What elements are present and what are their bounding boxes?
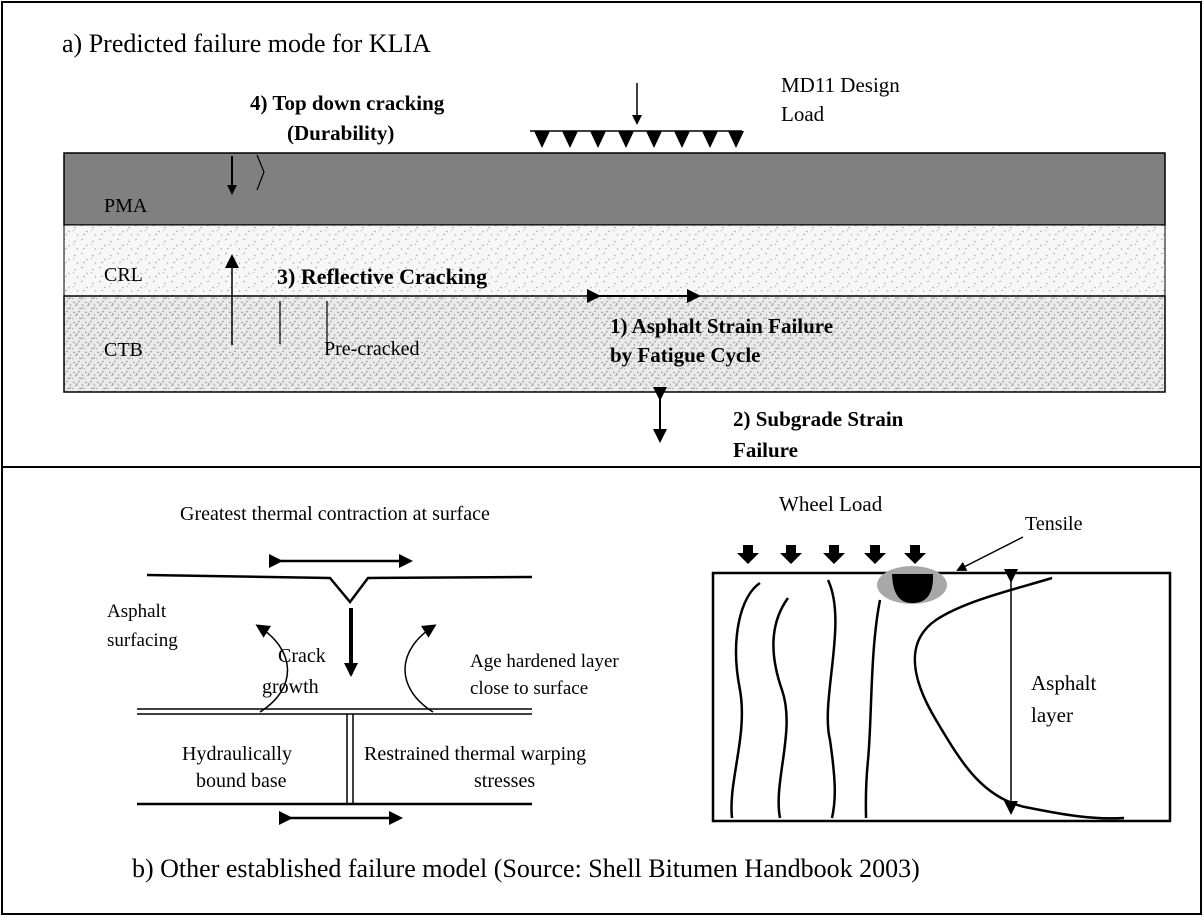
asphalt-strain-label-line1: 1) Asphalt Strain Failure (610, 314, 833, 338)
top-down-crack (256, 154, 265, 191)
wheel-load-label: Wheel Load (779, 492, 883, 516)
panel-b-caption: b) Other established failure model (Sour… (132, 854, 920, 883)
panel-a-title: a) Predicted failure mode for KLIA (62, 29, 431, 58)
asphalt-layer-line2: layer (1031, 703, 1073, 727)
load-label-line2: Load (781, 102, 825, 126)
pma-label: PMA (104, 195, 148, 217)
warp-arrow-right (404, 624, 437, 713)
asphalt-surface-line (146, 573, 533, 605)
restrained-line2: stresses (474, 770, 535, 792)
load-label-line1: MD11 Design (781, 73, 900, 97)
crl-label: CRL (104, 264, 143, 286)
asphalt-layer-line1: Asphalt (1031, 671, 1096, 695)
tensile-pointer (956, 536, 1024, 571)
asphalt-layer-box (711, 571, 1172, 823)
asphalt-strain-label-line2: by Fatigue Cycle (610, 343, 760, 367)
ctb-label: CTB (104, 339, 143, 361)
hydraulically-line2: bound base (196, 770, 287, 792)
pma-layer (63, 152, 1166, 226)
crack-growth-line2: growth (262, 676, 319, 698)
age-hardened-line2: close to surface (470, 678, 588, 699)
warp-arrow-left (255, 624, 289, 713)
contraction-label: Greatest thermal contraction at surface (180, 503, 490, 525)
pre-cracked-label: Pre-cracked (324, 338, 420, 360)
ctb-layer (63, 295, 1166, 393)
crack-paths (730, 576, 1125, 820)
top-down-label-line1: 4) Top down cracking (250, 91, 445, 115)
hydraulically-line1: Hydraulically (182, 743, 292, 765)
tensile-core (892, 574, 934, 604)
subgrade-label-line1: 2) Subgrade Strain (733, 407, 904, 431)
crack-growth-line1: Crack (278, 645, 326, 667)
reflective-cracking-label: 3) Reflective Cracking (277, 264, 487, 289)
crl-layer (63, 224, 1166, 297)
top-down-label-line2: (Durability) (287, 121, 394, 145)
asphalt-surfacing-line2: surfacing (107, 630, 178, 651)
tensile-label: Tensile (1025, 513, 1083, 535)
age-hardened-line1: Age hardened layer (470, 651, 619, 672)
load-triangles (534, 131, 744, 148)
wheel-load-arrows (737, 545, 926, 564)
subgrade-label-line2: Failure (733, 438, 798, 462)
asphalt-surfacing-line1: Asphalt (107, 601, 167, 622)
restrained-line1: Restrained thermal warping (364, 743, 586, 765)
